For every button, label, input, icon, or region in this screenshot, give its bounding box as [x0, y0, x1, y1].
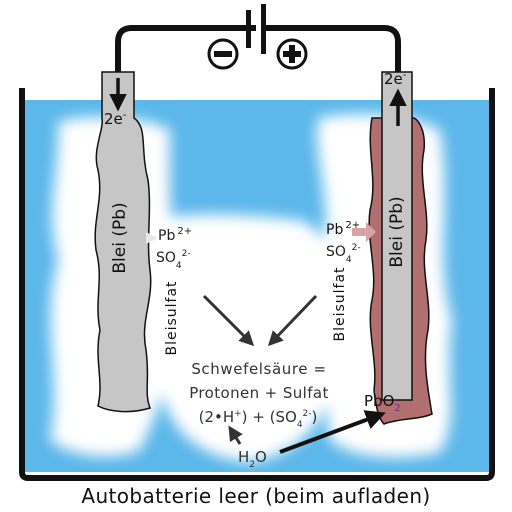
left-deposit-label: Bleisulfat	[164, 280, 180, 355]
left-electrode-label: Blei (Pb)	[110, 202, 130, 273]
left-reaction-arrow	[202, 294, 255, 347]
right-reaction-arrow	[267, 294, 318, 347]
right-deposit-label: Bleisulfat	[332, 266, 348, 341]
diagram-caption: Autobatterie leer (beim aufladen)	[81, 484, 430, 508]
water-to-proton-arrow	[228, 425, 243, 445]
left-ion-so4: SO42-	[156, 249, 191, 271]
right-ion-arrow	[352, 222, 376, 242]
container-outline	[19, 88, 495, 481]
left-electrode	[94, 71, 152, 413]
battery-plate-negative	[246, 10, 251, 48]
lead-dioxide-label: PbO2	[364, 392, 401, 414]
water-label: H2O	[238, 448, 267, 470]
plus-terminal-icon	[276, 38, 308, 70]
electrolyte-line-2: Protonen + Sulfat	[189, 384, 329, 402]
electrolyte-line-1: Schwefelsäure =	[191, 360, 326, 378]
water-to-oxide-arrow	[279, 410, 386, 454]
left-ion-arrow	[146, 232, 158, 244]
minus-terminal-icon	[207, 38, 239, 70]
circuit-wire	[115, 25, 401, 72]
left-electron-label: 2e-	[104, 110, 127, 128]
battery-plate-positive	[261, 4, 266, 54]
right-ion-so4: SO42-	[326, 243, 361, 265]
electrolyte-line-3: (2•H+) + (SO42-)	[199, 408, 318, 430]
right-electrode	[381, 71, 413, 401]
right-electrode-label: Blei (Pb)	[387, 196, 407, 267]
right-electron-label: 2e-	[384, 70, 407, 88]
